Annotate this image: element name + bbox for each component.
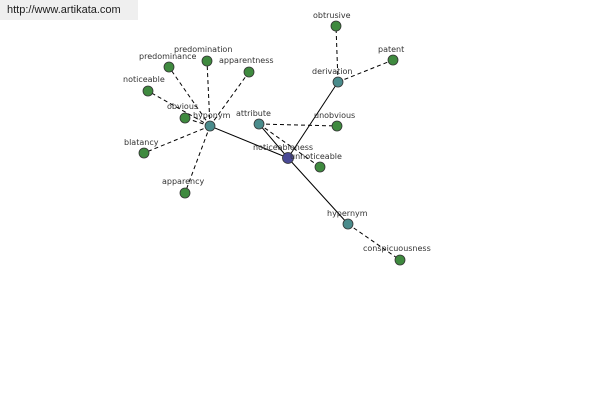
edge-hyponym-predomination (206, 60, 211, 127)
node-label-hyponym[interactable]: hyponym (193, 111, 231, 120)
node-unnoticeable[interactable] (314, 161, 326, 173)
node-label-derivation[interactable]: derivation (312, 67, 352, 76)
edge-center-hyponym (209, 125, 289, 159)
node-label-hypernym[interactable]: hypernym (327, 209, 368, 218)
node-derivation[interactable] (332, 76, 344, 88)
node-label-blatancy[interactable]: blatancy (124, 138, 159, 147)
edge-hyponym-predominance (168, 66, 211, 127)
node-obviousness[interactable] (179, 112, 191, 124)
graph-nodes (138, 20, 406, 266)
node-hyponym[interactable] (204, 120, 216, 132)
edge-hyponym-noticeable (147, 90, 211, 127)
node-label-obtrusive[interactable]: obtrusive (313, 11, 351, 20)
node-label-predomination[interactable]: predomination (174, 45, 232, 54)
node-patent[interactable] (387, 54, 399, 66)
edge-center-attribute (258, 123, 289, 159)
edge-hyponym-apparency (184, 125, 211, 194)
edge-center-hypernym (287, 157, 349, 225)
node-predominance[interactable] (163, 61, 175, 73)
edge-derivation-patent (337, 59, 394, 83)
node-label-obviousness[interactable]: obvious (167, 102, 198, 111)
node-label-noticeable[interactable]: noticeable (123, 75, 165, 84)
node-predomination[interactable] (201, 55, 213, 67)
site-url-link[interactable]: http://www.artikata.com (0, 0, 138, 20)
node-attribute[interactable] (253, 118, 265, 130)
node-label-apparency[interactable]: apparency (162, 177, 204, 186)
edge-attribute-unobvious (258, 123, 338, 127)
node-label-unobvious[interactable]: unobvious (314, 111, 355, 120)
node-label-predominance[interactable]: predominance (139, 52, 197, 61)
graph-edges (143, 25, 401, 261)
node-center[interactable] (282, 152, 294, 164)
edge-hypernym-conspicuousness (347, 223, 401, 261)
node-apparentness[interactable] (243, 66, 255, 78)
edge-center-derivation (287, 81, 339, 159)
node-conspicuousness[interactable] (394, 254, 406, 266)
node-label-patent[interactable]: patent (378, 45, 404, 54)
node-label-apparentness[interactable]: apparentness (219, 56, 274, 65)
node-label-conspicuousness[interactable]: conspicuousness (363, 244, 431, 253)
edge-derivation-obtrusive (335, 25, 339, 83)
node-label-unnoticeable[interactable]: unnoticeable (290, 152, 342, 161)
node-unobvious[interactable] (331, 120, 343, 132)
node-noticeable[interactable] (142, 85, 154, 97)
node-obtrusive[interactable] (330, 20, 342, 32)
node-hypernym[interactable] (342, 218, 354, 230)
node-label-attribute[interactable]: attribute (236, 109, 271, 118)
graph-labels: noticeableness hyponym attribute derivation… (123, 11, 431, 253)
node-label-center[interactable]: noticeableness (253, 143, 313, 152)
node-blatancy[interactable] (138, 147, 150, 159)
edge-attribute-unnoticeable (258, 123, 321, 168)
edge-hyponym-blatancy (143, 125, 211, 154)
node-apparency[interactable] (179, 187, 191, 199)
